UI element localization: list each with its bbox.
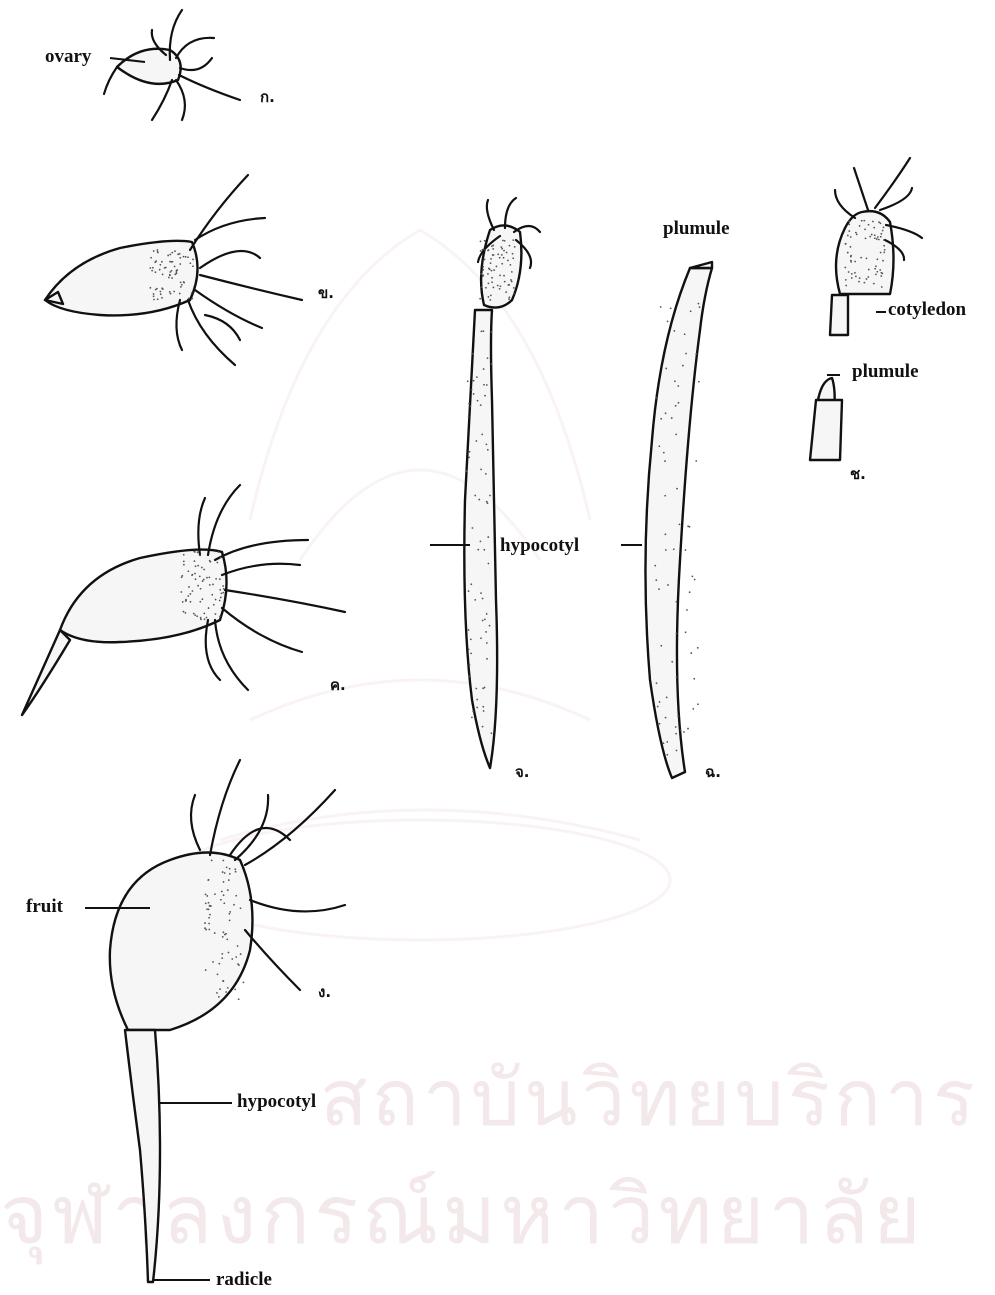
stage-f-hypocotyl	[645, 262, 712, 778]
label-hypocotyl-1: hypocotyl	[500, 536, 579, 555]
stage-marker-a: ก.	[260, 90, 275, 105]
label-cotyledon: cotyledon	[888, 300, 966, 319]
stage-b-germinating-fruit	[45, 175, 302, 365]
stage-c-seedling	[22, 485, 345, 715]
stage-a-flower	[104, 10, 240, 120]
stage-marker-c: ค.	[330, 678, 346, 693]
stipple-shading	[149, 220, 885, 1000]
label-ovary: ovary	[45, 47, 91, 66]
label-plumule-1: plumule	[663, 219, 730, 238]
label-radicle: radicle	[216, 1270, 272, 1289]
stage-e-hypocotyl	[464, 198, 540, 768]
label-fruit: fruit	[26, 897, 63, 916]
stage-marker-g: ช.	[850, 467, 866, 482]
stage-marker-d: ง.	[318, 985, 331, 1000]
label-plumule-2: plumule	[852, 362, 919, 381]
stage-marker-f: ฉ.	[705, 765, 721, 780]
label-hypocotyl-2: hypocotyl	[237, 1092, 316, 1111]
stage-marker-e: จ.	[515, 765, 530, 780]
stage-marker-b: ข.	[318, 286, 334, 301]
seal-watermark	[170, 230, 670, 940]
